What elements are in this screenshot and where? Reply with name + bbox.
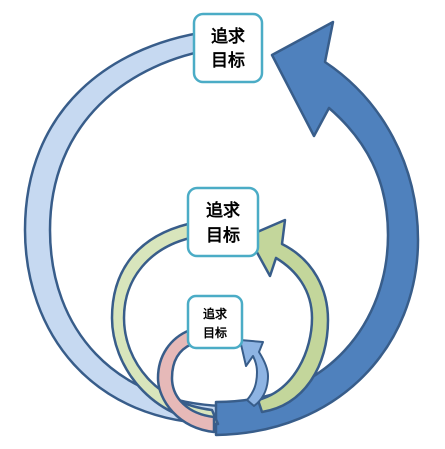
goal-box-medium-line2: 目标 bbox=[206, 225, 240, 246]
goal-box-small-line1: 追求 bbox=[203, 306, 228, 321]
goal-box-medium: 追求 目标 bbox=[186, 186, 260, 258]
goal-box-large-line1: 追求 bbox=[211, 26, 245, 47]
goal-box-small: 追求 目标 bbox=[186, 294, 244, 350]
goal-box-medium-line1: 追求 bbox=[206, 200, 240, 221]
goal-box-large-line2: 目标 bbox=[211, 50, 245, 71]
goal-box-small-line2: 目标 bbox=[203, 325, 227, 340]
medium-cycle-dark-arrow bbox=[246, 218, 330, 414]
small-cycle-dark-arrow bbox=[239, 339, 269, 407]
large-cycle-dark-arrow bbox=[214, 20, 420, 437]
goal-box-large-frame bbox=[192, 12, 264, 84]
goal-box-medium-frame bbox=[186, 186, 260, 258]
goal-box-small-frame bbox=[186, 294, 244, 350]
goal-box-large: 追求 目标 bbox=[192, 12, 264, 84]
